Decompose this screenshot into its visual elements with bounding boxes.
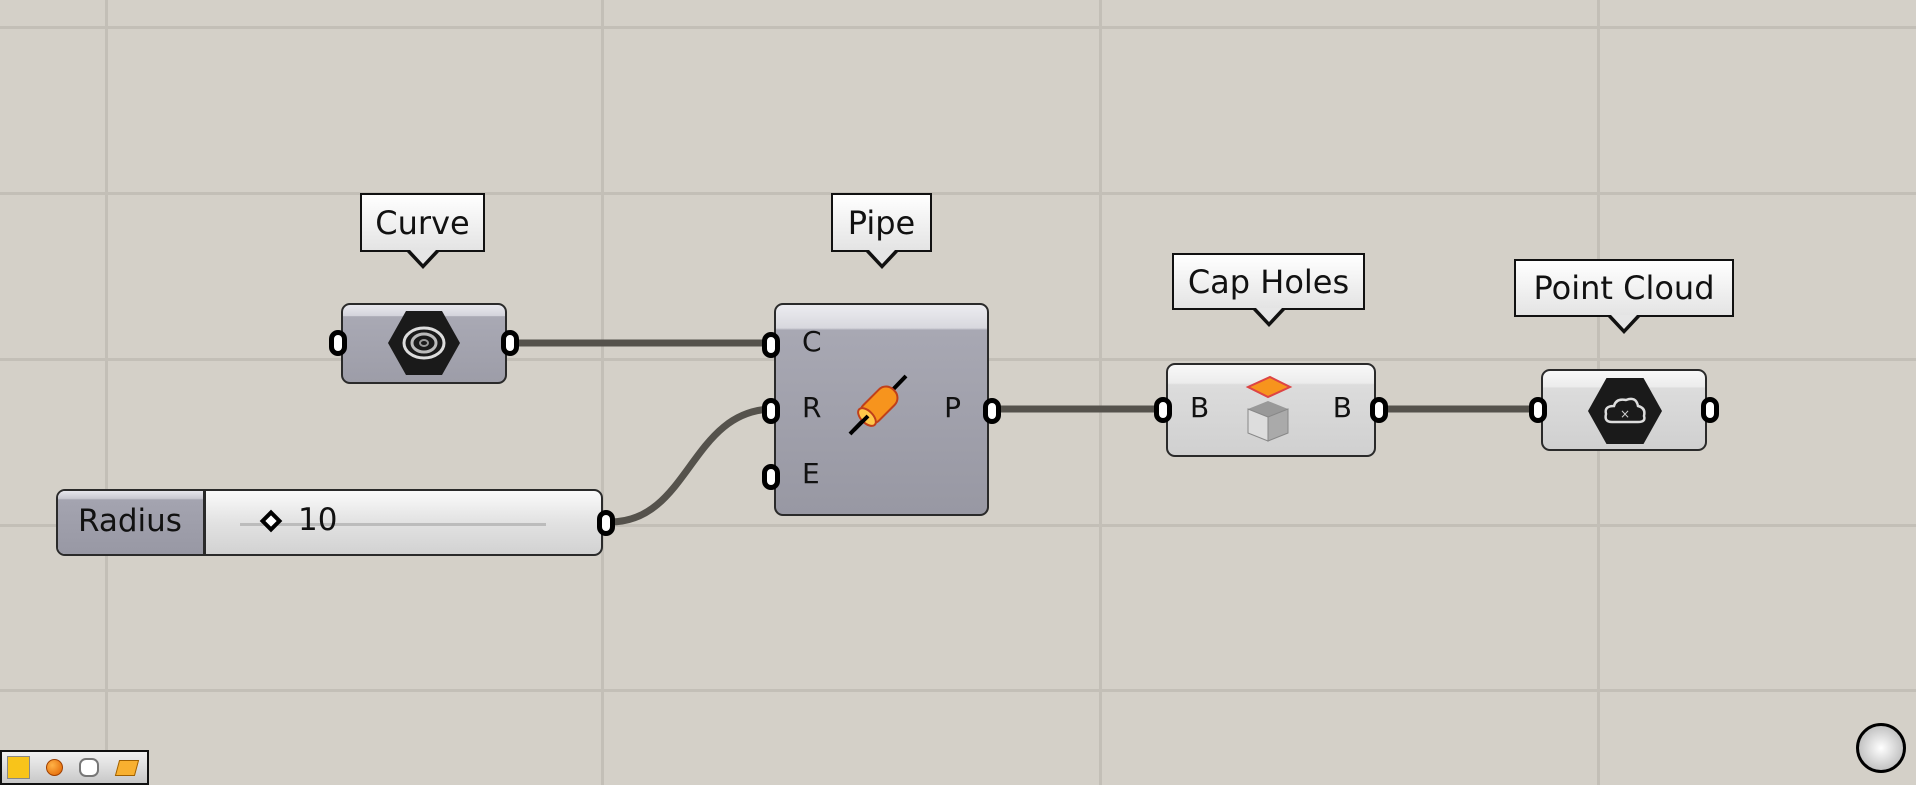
input-label-c: C <box>802 325 822 358</box>
slider-label-box: Radius <box>58 491 206 554</box>
input-label-e: E <box>802 457 820 490</box>
grid-line <box>0 524 1916 527</box>
slider-track[interactable] <box>240 523 546 526</box>
wire-radius-to-pipe[interactable] <box>609 405 775 526</box>
bake-icon[interactable] <box>114 759 140 776</box>
output-port[interactable] <box>501 330 519 356</box>
tooltip-label: Cap Holes <box>1187 262 1350 301</box>
input-port[interactable] <box>329 330 347 356</box>
tooltip-point-cloud: Point Cloud <box>1514 259 1734 334</box>
curve-component[interactable] <box>329 303 519 384</box>
cloud-icon[interactable] <box>79 758 99 777</box>
preview-sphere-icon[interactable] <box>46 759 63 776</box>
slider-value: 10 <box>298 502 338 538</box>
pipe-component[interactable]: C R E P <box>762 303 1001 516</box>
grid-line <box>1099 0 1102 785</box>
input-port-r[interactable] <box>762 398 780 424</box>
point-cloud-icon: × <box>1588 378 1662 444</box>
output-port-p[interactable] <box>983 398 1001 424</box>
grid-line <box>105 0 108 785</box>
slider-handle[interactable] <box>259 509 283 533</box>
output-port[interactable] <box>1701 397 1719 423</box>
input-port[interactable] <box>1529 397 1547 423</box>
input-port-e[interactable] <box>762 464 780 490</box>
output-port-b[interactable] <box>1370 397 1388 423</box>
pipe-icon <box>848 374 908 436</box>
output-port[interactable] <box>597 510 615 536</box>
output-label-p: P <box>944 391 961 424</box>
grid-line <box>0 192 1916 195</box>
canvas-navigation-icon[interactable] <box>1856 723 1906 773</box>
output-label-b: B <box>1332 391 1352 424</box>
grid-line <box>0 26 1916 29</box>
bottom-toolbar <box>0 750 149 785</box>
slider-label: Radius <box>78 503 182 539</box>
input-label-b: B <box>1190 391 1210 424</box>
input-port-c[interactable] <box>762 332 780 358</box>
tooltip-label: Pipe <box>847 203 916 242</box>
input-port-b[interactable] <box>1154 397 1172 423</box>
cap-holes-component[interactable]: B B <box>1154 363 1388 457</box>
tooltip-label: Curve <box>375 203 470 242</box>
tooltip-curve: Curve <box>360 193 485 269</box>
point-cloud-component[interactable]: × <box>1529 369 1719 451</box>
grasshopper-sketch-icon[interactable] <box>7 756 30 779</box>
tooltip-label: Point Cloud <box>1533 269 1715 307</box>
grid-line <box>601 0 604 785</box>
tooltip-pipe: Pipe <box>831 193 932 269</box>
input-label-r: R <box>802 391 822 424</box>
svg-text:×: × <box>1620 407 1630 421</box>
grid-line <box>0 689 1916 692</box>
curve-param-icon <box>388 311 460 375</box>
tooltip-cap-holes: Cap Holes <box>1172 253 1365 327</box>
cap-holes-icon <box>1245 375 1293 442</box>
radius-slider[interactable]: Radius 10 <box>56 489 615 556</box>
